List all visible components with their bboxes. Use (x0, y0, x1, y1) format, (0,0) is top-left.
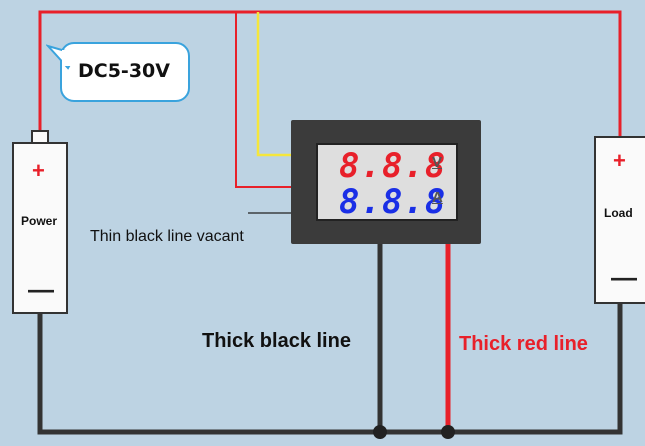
return-wire (380, 304, 623, 435)
red-supply-wire (38, 10, 622, 136)
load-negative-sign: — (611, 262, 637, 292)
callout-tail (46, 44, 76, 70)
load-label: Load (604, 206, 633, 220)
thin-black-line-annotation: Thin black line vacant (90, 228, 244, 245)
thick-red-line-annotation: Thick red line (459, 333, 588, 355)
supply-range-text: DC5-30V (78, 60, 170, 82)
power-label: Power (21, 214, 58, 228)
power-positive-sign: + (32, 158, 45, 183)
thick-black-line-annotation: Thick black line (202, 330, 351, 352)
current-unit: A (432, 189, 443, 206)
yellow-wire (256, 12, 292, 157)
thick-black-wire (37, 244, 383, 435)
voltage-unit: V (432, 154, 443, 171)
thin-red-wire (235, 12, 292, 188)
load-positive-sign: + (613, 148, 626, 173)
supply-callout (46, 42, 190, 102)
voltage-readout: 8.8.8 (339, 146, 447, 186)
meter-display (316, 143, 458, 221)
power-negative-sign: — (28, 274, 54, 304)
power-source (12, 142, 68, 314)
junction-dot-black (373, 425, 387, 439)
current-readout: 8.8.8 (339, 182, 447, 222)
junction-dot-red (441, 425, 455, 439)
load-device (594, 136, 645, 304)
